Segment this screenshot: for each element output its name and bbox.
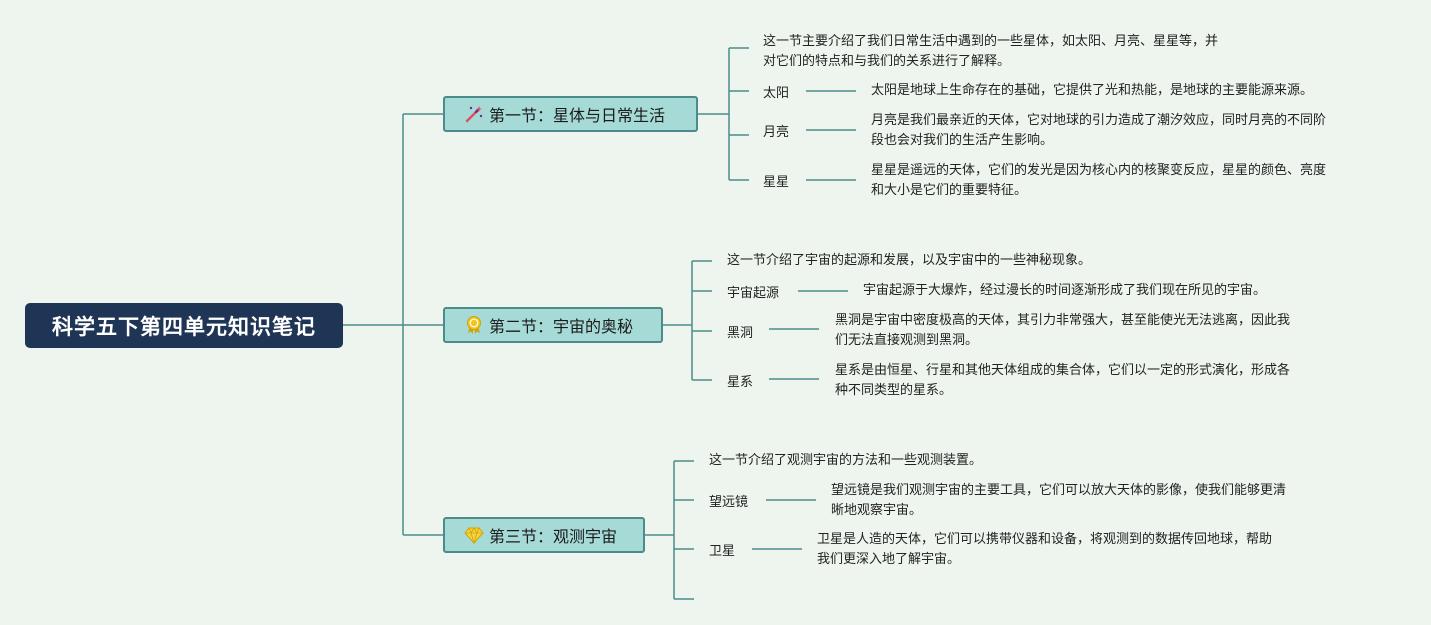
topic-satellite[interactable]: 卫星 <box>709 540 735 559</box>
section-2-topic[interactable]: 第二节：宇宙的奥秘 <box>443 307 663 343</box>
topic-black-hole-desc-line-1: 黑洞是宇宙中密度极高的天体，其引力非常强大，甚至能使光无法逃离，因此我 <box>835 313 1291 328</box>
topic-satellite-desc-line-1: 卫星是人造的天体，它们可以携带仪器和设备，将观测到的数据传回地球，帮助 <box>817 532 1273 547</box>
topic-stars-desc-line-2: 和大小是它们的重要特征。 <box>871 183 1028 198</box>
topic-satellite-label: 卫星 <box>709 544 736 559</box>
section-3-intro-line-1: 这一节介绍了观测宇宙的方法和一些观测装置。 <box>709 453 983 468</box>
topic-stars-desc-line-1: 星星是遥远的天体，它们的发光是因为核心内的核聚变反应，星星的颜色、亮度 <box>871 163 1327 178</box>
topic-sun-desc-line-1: 太阳是地球上生命存在的基础，它提供了光和热能，是地球的主要能源来源。 <box>871 83 1314 98</box>
topic-stars-label: 星星 <box>763 175 790 190</box>
magic-wand-icon <box>463 103 485 125</box>
topic-satellite-desc[interactable]: 卫星是人造的天体，它们可以携带仪器和设备，将观测到的数据传回地球，帮助 我们更深… <box>817 530 1337 570</box>
topic-sun[interactable]: 太阳 <box>763 82 789 101</box>
section-1-title: 第一节：星体与日常生活 <box>489 106 666 125</box>
diamond-icon <box>463 524 485 546</box>
topic-black-hole-desc[interactable]: 黑洞是宇宙中密度极高的天体，其引力非常强大，甚至能使光无法逃离，因此我 们无法直… <box>835 311 1355 351</box>
topic-moon-desc[interactable]: 月亮是我们最亲近的天体，它对地球的引力造成了潮汐效应，同时月亮的不同阶 段也会对… <box>871 111 1391 151</box>
topic-galaxy-desc-line-2: 种不同类型的星系。 <box>835 383 953 398</box>
topic-universe-origin-label: 宇宙起源 <box>727 286 780 301</box>
topic-telescope-desc-line-2: 晰地观察宇宙。 <box>831 503 923 518</box>
section-2-intro-line-1: 这一节介绍了宇宙的起源和发展，以及宇宙中的一些神秘现象。 <box>727 253 1092 268</box>
topic-galaxy-desc-line-1: 星系是由恒星、行星和其他天体组成的集合体，它们以一定的形式演化，形成各 <box>835 363 1291 378</box>
section-3-intro[interactable]: 这一节介绍了观测宇宙的方法和一些观测装置。 <box>709 451 1229 471</box>
topic-galaxy-desc[interactable]: 星系是由恒星、行星和其他天体组成的集合体，它们以一定的形式演化，形成各 种不同类… <box>835 361 1355 401</box>
topic-galaxy[interactable]: 星系 <box>727 371 753 390</box>
topic-telescope-desc-line-1: 望远镜是我们观测宇宙的主要工具，它们可以放大天体的影像，使我们能够更清 <box>831 483 1287 498</box>
topic-sun-desc[interactable]: 太阳是地球上生命存在的基础，它提供了光和热能，是地球的主要能源来源。 <box>871 81 1391 101</box>
topic-telescope[interactable]: 望远镜 <box>709 491 748 510</box>
topic-telescope-label: 望远镜 <box>709 495 749 510</box>
section-2-intro[interactable]: 这一节介绍了宇宙的起源和发展，以及宇宙中的一些神秘现象。 <box>727 251 1247 271</box>
topic-black-hole[interactable]: 黑洞 <box>727 322 753 341</box>
topic-stars[interactable]: 星星 <box>763 171 789 190</box>
topic-universe-origin-desc[interactable]: 宇宙起源于大爆炸，经过漫长的时间逐渐形成了我们现在所见的宇宙。 <box>863 281 1383 301</box>
section-1-topic[interactable]: 第一节：星体与日常生活 <box>443 96 698 132</box>
section-1-intro-line-1: 这一节主要介绍了我们日常生活中遇到的一些星体，如太阳、月亮、星星等，并 <box>763 34 1219 49</box>
section-1-intro[interactable]: 这一节主要介绍了我们日常生活中遇到的一些星体，如太阳、月亮、星星等，并 对它们的… <box>763 32 1283 72</box>
topic-sun-label: 太阳 <box>763 86 790 101</box>
topic-universe-origin[interactable]: 宇宙起源 <box>727 282 779 301</box>
topic-universe-origin-desc-line-1: 宇宙起源于大爆炸，经过漫长的时间逐渐形成了我们现在所见的宇宙。 <box>863 283 1267 298</box>
topic-moon-label: 月亮 <box>763 125 790 140</box>
root-topic[interactable]: 科学五下第四单元知识笔记 <box>25 303 343 348</box>
topic-black-hole-label: 黑洞 <box>727 326 754 341</box>
section-2-title: 第二节：宇宙的奥秘 <box>489 317 634 336</box>
topic-moon-desc-line-2: 段也会对我们的生活产生影响。 <box>871 133 1054 148</box>
topic-galaxy-label: 星系 <box>727 375 754 390</box>
award-ribbon-icon <box>463 314 485 336</box>
section-3-topic[interactable]: 第三节：观测宇宙 <box>443 517 645 553</box>
topic-telescope-desc[interactable]: 望远镜是我们观测宇宙的主要工具，它们可以放大天体的影像，使我们能够更清 晰地观察… <box>831 481 1351 521</box>
topic-black-hole-desc-line-2: 们无法直接观测到黑洞。 <box>835 333 979 348</box>
root-title: 科学五下第四单元知识笔记 <box>52 314 316 339</box>
topic-stars-desc[interactable]: 星星是遥远的天体，它们的发光是因为核心内的核聚变反应，星星的颜色、亮度 和大小是… <box>871 161 1391 201</box>
section-1-intro-line-2: 对它们的特点和与我们的关系进行了解释。 <box>763 54 1011 69</box>
topic-moon[interactable]: 月亮 <box>763 121 789 140</box>
topic-moon-desc-line-1: 月亮是我们最亲近的天体，它对地球的引力造成了潮汐效应，同时月亮的不同阶 <box>871 113 1327 128</box>
topic-satellite-desc-line-2: 我们更深入地了解宇宙。 <box>817 552 961 567</box>
section-3-title: 第三节：观测宇宙 <box>489 527 618 546</box>
